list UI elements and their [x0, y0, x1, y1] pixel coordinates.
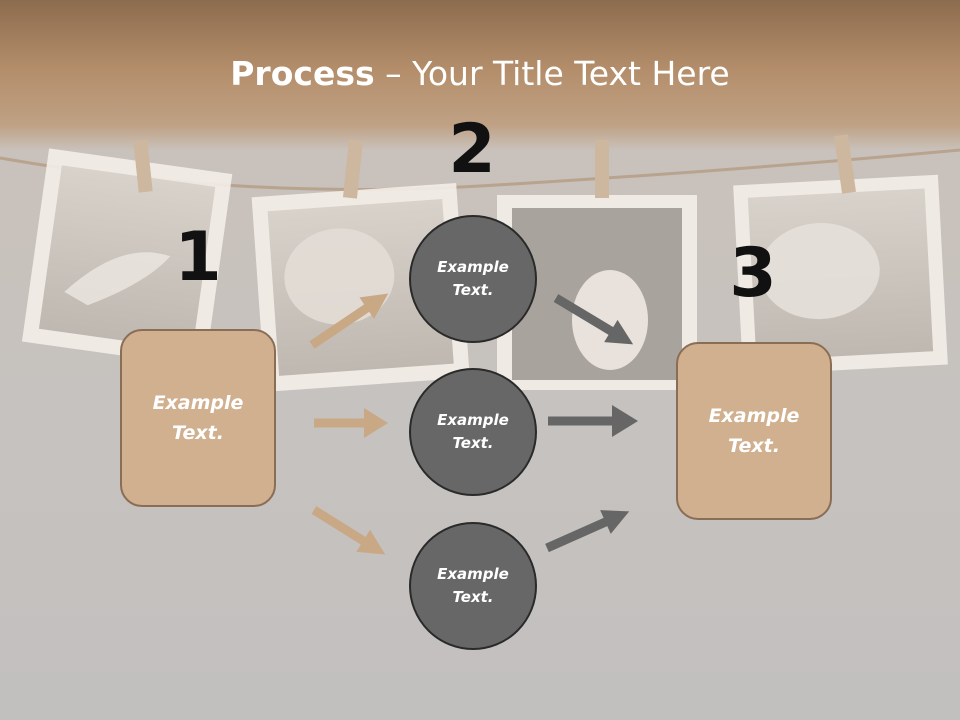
arrow-icon	[314, 408, 388, 438]
photo-frame-icon	[733, 174, 948, 376]
arrow-icon	[309, 293, 389, 349]
photo-frame-icon	[21, 148, 233, 368]
circle-middle[interactable]: Example Text.	[409, 368, 537, 496]
circle-top-text: Example Text.	[437, 258, 509, 299]
circle-middle-text: Example Text.	[437, 411, 509, 452]
step-number-2: 2	[448, 110, 496, 189]
photo-frame-icon	[497, 195, 697, 390]
clothespin-icon	[343, 139, 363, 199]
right-process-box[interactable]: Example Text.	[676, 342, 832, 520]
slide-title-bold: Process	[230, 54, 375, 93]
clothespin-icon	[834, 134, 856, 194]
clothespin-icon	[595, 140, 609, 198]
arrow-icon	[553, 294, 634, 345]
arrow-icon	[548, 405, 638, 437]
step-number-3: 3	[729, 234, 777, 313]
arrow-icon	[311, 506, 386, 555]
left-process-box[interactable]: Example Text.	[120, 329, 276, 507]
left-box-text: Example Text.	[152, 392, 244, 444]
slide-title: Process – Your Title Text Here	[0, 52, 960, 96]
right-box-text: Example Text.	[708, 405, 800, 457]
arrow-icon	[545, 510, 630, 553]
circle-bottom-text: Example Text.	[437, 565, 509, 606]
slide-title-rest: – Your Title Text Here	[374, 54, 730, 93]
clothespin-icon	[133, 139, 153, 193]
step-number-1: 1	[174, 218, 222, 297]
circle-bottom[interactable]: Example Text.	[409, 522, 537, 650]
circle-top[interactable]: Example Text.	[409, 215, 537, 343]
